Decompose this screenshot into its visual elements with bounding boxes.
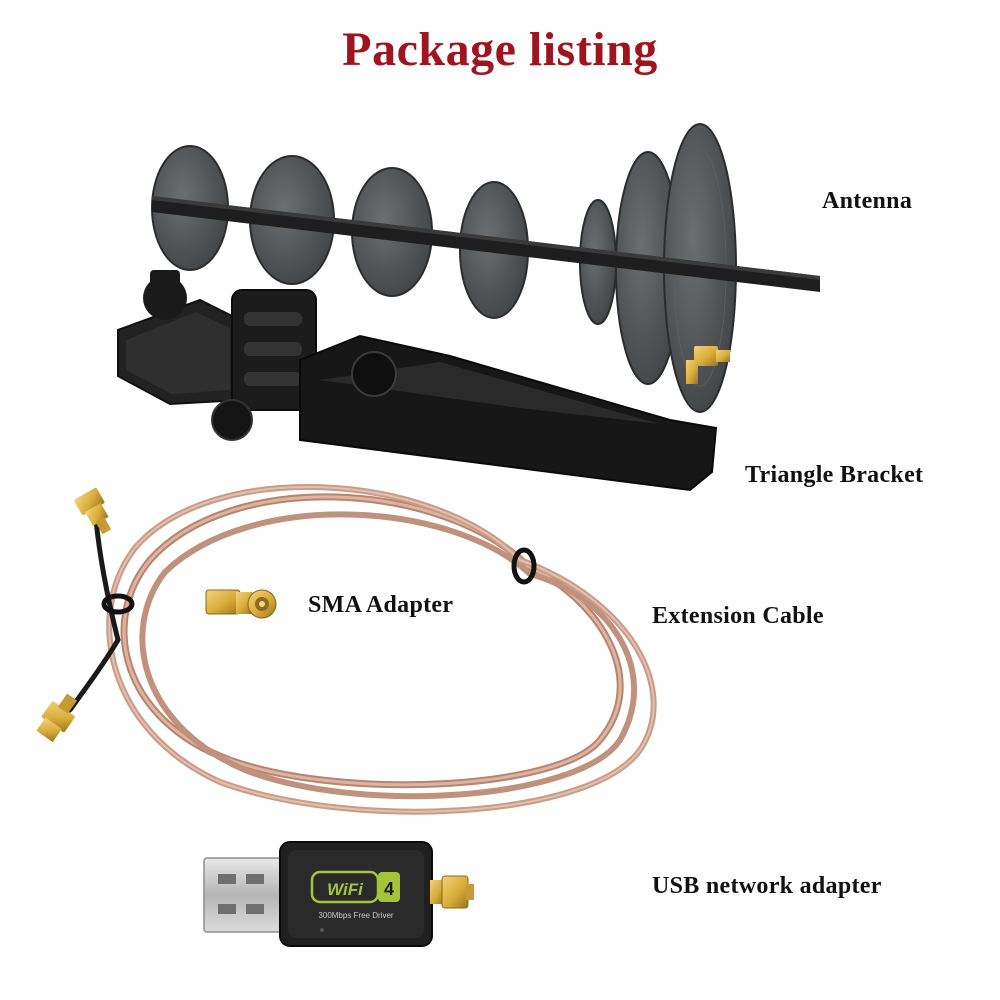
cable-connector-top bbox=[74, 487, 112, 535]
extension-cable bbox=[67, 484, 657, 815]
page-title: Package listing bbox=[342, 23, 658, 76]
label-antenna: Antenna bbox=[822, 188, 913, 214]
cable-tie bbox=[511, 547, 537, 585]
sma-adapter bbox=[205, 589, 277, 619]
label-sma-adapter: SMA Adapter bbox=[308, 592, 454, 618]
label-extension-cable: Extension Cable bbox=[652, 603, 824, 629]
usb-network-adapter bbox=[203, 841, 474, 947]
cable-connector-bottom bbox=[36, 693, 77, 743]
usb-badge-number: 4 bbox=[384, 879, 394, 899]
antenna-sma-connector bbox=[686, 346, 730, 384]
antenna bbox=[151, 123, 820, 413]
usb-caption: 300Mbps Free Driver bbox=[318, 911, 393, 920]
label-triangle-bracket: Triangle Bracket bbox=[745, 462, 924, 488]
triangle-bracket bbox=[117, 270, 718, 492]
label-usb-network-adapter: USB network adapter bbox=[652, 873, 882, 899]
cable-tie bbox=[101, 593, 135, 615]
usb-badge-text: WiFi bbox=[327, 880, 364, 899]
